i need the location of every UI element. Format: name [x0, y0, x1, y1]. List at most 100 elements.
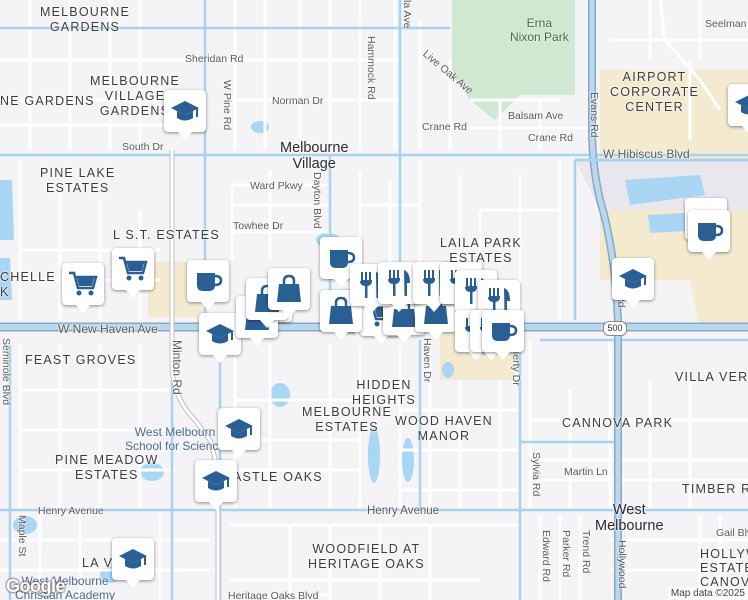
pond: [140, 463, 164, 481]
cafe-icon: [487, 315, 519, 347]
route-shield-500: 500: [603, 321, 627, 336]
road-label-seelman: Seelman: [705, 18, 747, 30]
area-label-east-groves: FEAST GROVES: [25, 353, 137, 367]
poi-pin-shopping[interactable]: [268, 268, 310, 318]
road-label-martin-ln: Martin Ln: [564, 466, 608, 478]
cafe-icon: [192, 265, 224, 297]
poi-pin-school[interactable]: [728, 84, 748, 134]
erna-nixon-park-area: [452, 0, 575, 120]
road-label-ward-pkwy: Ward Pkwy: [250, 180, 303, 192]
pond: [368, 427, 380, 483]
road-label-hammock-rd: Hammock Rd: [365, 36, 377, 100]
shopping-icon: [273, 273, 305, 305]
pond: [13, 516, 37, 534]
school-icon: [117, 543, 149, 575]
area-label-la-vi: LA V: [82, 556, 114, 570]
grocery-icon: [117, 253, 149, 285]
road-label-henry-avenue-1: Henry Avenue: [38, 505, 104, 517]
school-icon: [169, 95, 201, 127]
road-label-maple-st: Maple St: [16, 515, 28, 557]
road-label-parker-rd: Parker Rd: [560, 530, 572, 578]
area-label-ne-gardens: NE GARDENS: [0, 94, 95, 108]
pond: [270, 383, 290, 407]
road-label-la-ave: la Ave: [401, 0, 413, 29]
poi-pin-cafe[interactable]: [187, 260, 229, 310]
road-label-evans-rd: Evans Rd: [588, 92, 600, 138]
google-logo[interactable]: Google: [6, 576, 66, 596]
poi-pin-school[interactable]: [218, 408, 260, 458]
shopping-icon: [325, 295, 357, 327]
road-label-sylvia-rd: Sylvia Rd: [530, 452, 542, 497]
school-icon: [200, 465, 232, 497]
poi-pin-shopping[interactable]: [320, 290, 362, 340]
poi-pin-school[interactable]: [195, 460, 237, 510]
road-label-heritage-oaks-blvd: Heritage Oaks Blvd: [228, 590, 319, 600]
road-label-south-dr: South Dr: [122, 141, 164, 153]
cafe-icon: [325, 242, 357, 274]
restaurant-icon: [483, 285, 515, 317]
poi-pin-school[interactable]: [612, 258, 654, 308]
road-label-balsam-ave: Balsam Ave: [508, 110, 564, 122]
school-icon: [617, 263, 649, 295]
restaurant-icon: [383, 267, 415, 299]
school-icon: [204, 318, 236, 350]
poi-pin-cafe[interactable]: [482, 310, 524, 360]
area-label-hollywood-estates: HOLLYWESTATESCANOVA: [700, 547, 748, 589]
school-icon: [733, 89, 748, 121]
area-label-villa-verde: VILLA VER: [675, 370, 748, 384]
area-label-castle-oaks: ASTLE OAKS: [233, 470, 323, 484]
road-label-w-new-haven-ave: W New Haven Ave: [58, 322, 158, 336]
poi-pin-school[interactable]: [112, 538, 154, 588]
road-label-dayton-blvd: Dayton Blvd: [311, 172, 323, 229]
area-label-lst-estates: L S.T. ESTATES: [113, 228, 220, 242]
pond: [442, 362, 454, 378]
road-label-towhee-dr: Towhee Dr: [233, 220, 284, 232]
road-label-hollywood: Hollywood: [616, 540, 628, 589]
road-label-henry-avenue-2: Henry Avenue: [367, 505, 440, 517]
road-label-sheridan-rd: Sheridan Rd: [185, 53, 244, 65]
road-label-gail-blvd: Gail Blv: [716, 527, 748, 539]
airport-road: [658, 0, 722, 111]
map-data-attribution[interactable]: Map data ©2025: [667, 587, 748, 600]
road-label-norman-dr: Norman Dr: [272, 95, 324, 107]
road-label-seminole-blvd: Seminole Blvd: [0, 338, 12, 406]
road-label-edward-rd: Edward Rd: [540, 530, 552, 582]
road-label-trend-rd: Trend Rd: [580, 530, 592, 574]
pond: [0, 180, 14, 240]
poi-pin-grocery[interactable]: [62, 263, 104, 313]
pond: [402, 438, 414, 482]
poi-pin-cafe[interactable]: [688, 210, 730, 260]
school-icon: [223, 413, 255, 445]
road-label-w-hibiscus-blvd: W Hibiscus Blvd: [603, 147, 690, 161]
area-label-timber-ridge: TIMBER R: [682, 482, 748, 496]
poi-pin-school[interactable]: [199, 313, 241, 363]
poi-pin-school[interactable]: [164, 90, 206, 140]
pond: [625, 175, 705, 205]
road-label-crane-rd-1: Crane Rd: [422, 121, 467, 133]
poi-pin-grocery[interactable]: [112, 248, 154, 298]
area-label-cannova-park: CANNOVA PARK: [562, 416, 674, 430]
road-label-haven-dr: Haven Dr: [421, 338, 433, 383]
road-label-w-pine-rd: W Pine Rd: [221, 80, 233, 131]
cafe-icon: [693, 215, 725, 247]
pond: [0, 258, 12, 300]
minton-rd-road-fill: [170, 150, 220, 600]
road-label-minton-rd: Minton Rd: [170, 340, 184, 395]
